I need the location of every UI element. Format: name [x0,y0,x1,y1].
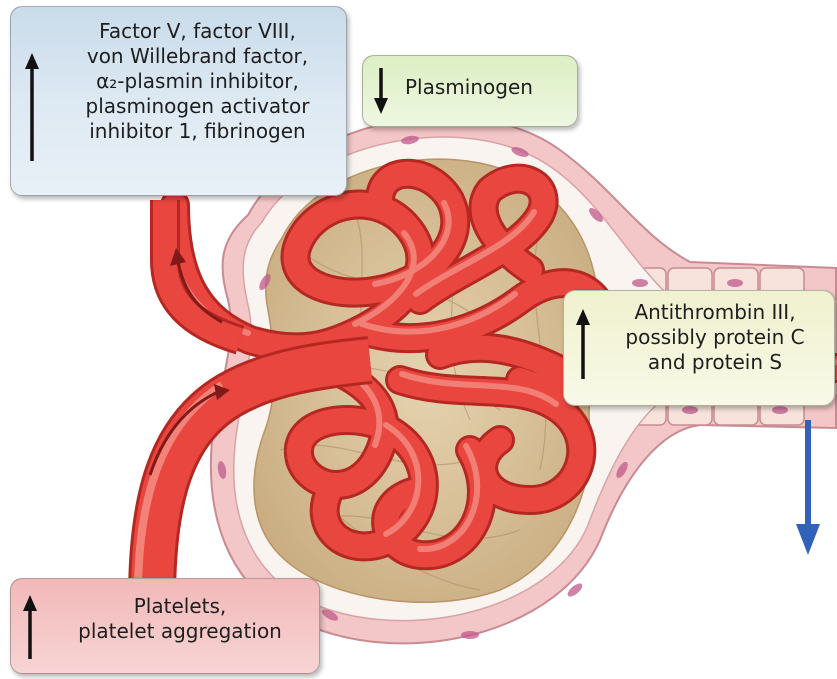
callout-line: von Willebrand factor, [55,44,340,69]
callout-line: inhibitor 1, fibrinogen [55,119,340,144]
callout-line: platelet aggregation [51,619,309,644]
platelets-text: Platelets, platelet aggregation [51,594,309,644]
up-arrow-icon [23,595,37,661]
callout-line: possibly protein C [602,325,828,350]
down-arrow-icon [374,68,388,114]
callout-line: Plasminogen [405,75,567,100]
callout-line: Antithrombin III, [602,300,828,325]
anticoagulants-text: Antithrombin III, possibly protein C and… [602,300,828,375]
plasminogen-callout: Plasminogen [362,55,578,127]
callout-line: α₂-plasmin inhibitor, [55,69,340,94]
up-arrow-icon [25,53,39,163]
callout-line: Platelets, [51,594,309,619]
coagulation-factors-text: Factor V, factor VIII, von Willebrand fa… [55,19,340,144]
callout-line: plasminogen activator [55,94,340,119]
platelets-callout: Platelets, platelet aggregation [10,578,320,674]
coagulation-factors-callout: Factor V, factor VIII, von Willebrand fa… [10,6,347,196]
anticoagulants-callout: Antithrombin III, possibly protein C and… [563,290,835,406]
callout-line: and protein S [602,350,828,375]
urine-flow-arrow [796,420,820,555]
plasminogen-text: Plasminogen [399,75,567,100]
up-arrow-icon [576,309,590,381]
callout-line: Factor V, factor VIII, [55,19,340,44]
